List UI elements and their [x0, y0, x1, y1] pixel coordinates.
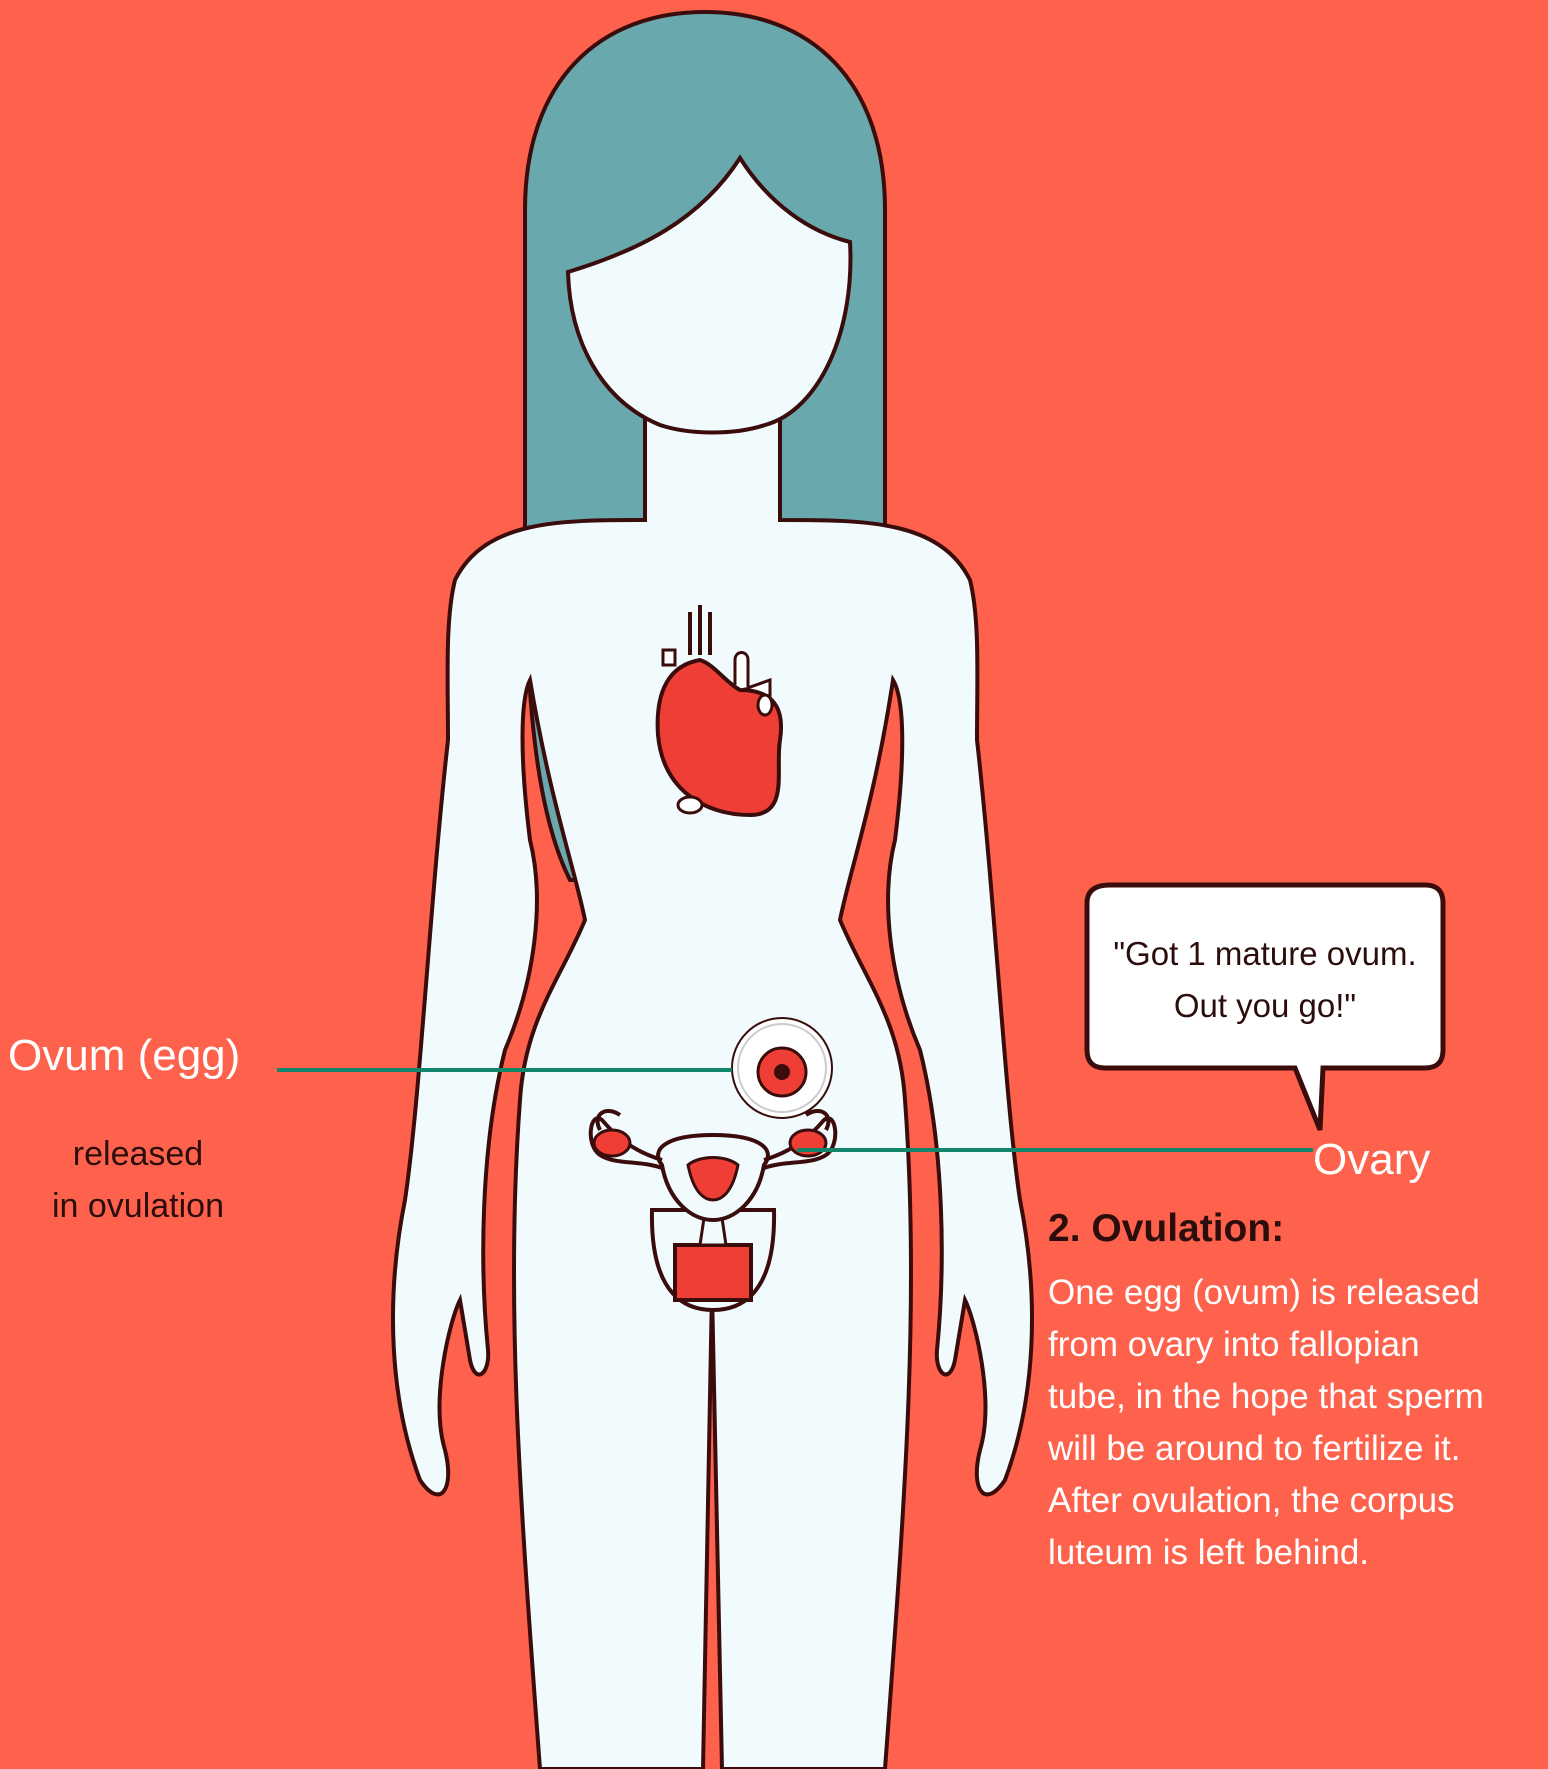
ovum-note-line2: in ovulation [18, 1180, 258, 1232]
section-body: One egg (ovum) is released from ovary in… [1048, 1267, 1484, 1579]
body-line: tube, in the hope that sperm [1048, 1371, 1484, 1423]
body-silhouette [393, 410, 1032, 1769]
speech-bubble-line2: Out you go!" [1080, 980, 1450, 1032]
body-line: luteum is left behind. [1048, 1527, 1484, 1579]
body-line: from ovary into fallopian [1048, 1319, 1484, 1371]
section-heading: 2. Ovulation: [1048, 1205, 1284, 1253]
body-line: One egg (ovum) is released [1048, 1267, 1484, 1319]
body-line: After ovulation, the corpus [1048, 1475, 1484, 1527]
ovary-label: Ovary [1313, 1134, 1430, 1186]
body-line: will be around to fertilize it. [1048, 1423, 1484, 1475]
ovum-note-line1: released [38, 1128, 238, 1180]
ovum-icon [732, 1018, 832, 1118]
ovum-label: Ovum (egg) [8, 1030, 240, 1082]
speech-bubble-line1: "Got 1 mature ovum. [1080, 928, 1450, 980]
